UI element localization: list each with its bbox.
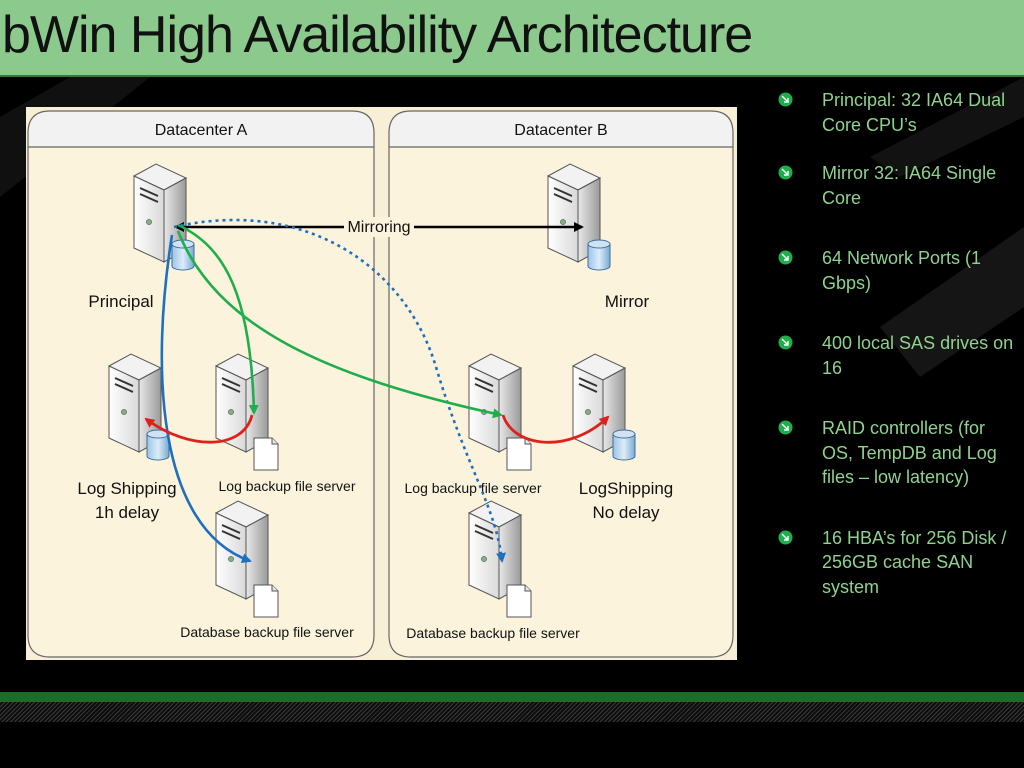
- log-backup-a-label: Log backup file server: [219, 478, 356, 494]
- bullet-icon: [778, 420, 793, 435]
- db-backup-b-label: Database backup file server: [406, 625, 580, 641]
- bullet-item: 64 Network Ports (1 Gbps): [778, 246, 1018, 295]
- bullet-item: Principal: 32 IA64 Dual Core CPU’s: [778, 88, 1018, 137]
- bullet-icon: [778, 250, 793, 265]
- bullet-text: 16 HBA’s for 256 Disk / 256GB cache SAN …: [822, 527, 1007, 597]
- datacenter-a-frame: [27, 110, 375, 658]
- title-bar: bWin High Availability Architecture: [0, 0, 1024, 75]
- red-arrow-log-ship-a: [144, 414, 254, 444]
- bullet-icon: [778, 335, 793, 350]
- log-shipping-a-label-2: 1h delay: [95, 503, 160, 522]
- footer-band: [0, 692, 1024, 702]
- bullet-item: 400 local SAS drives on 16: [778, 331, 1018, 380]
- bullet-icon: [778, 530, 793, 544]
- principal-label: Principal: [88, 292, 153, 311]
- green-arrow-to-log-backup-b: [176, 230, 503, 419]
- log-shipping-a-label-1: Log Shipping: [77, 479, 176, 498]
- slide-title: bWin High Availability Architecture: [2, 6, 753, 64]
- green-arrow-to-log-backup-a: [177, 223, 259, 415]
- bullet-icon: [778, 165, 793, 180]
- bullet-text: 400 local SAS drives on 16: [822, 333, 1014, 378]
- bullet-text: 64 Network Ports (1 Gbps): [822, 248, 982, 293]
- architecture-diagram: Datacenter A Datacenter B: [26, 107, 737, 660]
- title-rule: [0, 75, 1024, 77]
- red-arrow-log-ship-b: [501, 414, 610, 444]
- blue-arrow-to-db-backup-a: [160, 234, 252, 563]
- datacenter-a-label: Datacenter A: [155, 122, 248, 139]
- bullet-item: Mirror 32: IA64 Single Core: [778, 161, 1018, 210]
- bullet-text: Principal: 32 IA64 Dual Core CPU’s: [822, 90, 1006, 135]
- bullet-text: RAID controllers (for OS, TempDB and Log…: [822, 418, 997, 487]
- bullet-text: Mirror 32: IA64 Single Core: [822, 163, 997, 208]
- bullet-item: 16 HBA’s for 256 Disk / 256GB cache SAN …: [778, 526, 1018, 600]
- bullet-icon: [778, 92, 793, 107]
- footer-hatch: [0, 702, 1024, 722]
- mirroring-label-bg: [344, 217, 414, 237]
- datacenter-b-label: Datacenter B: [514, 122, 607, 139]
- bullet-item: RAID controllers (for OS, TempDB and Log…: [778, 416, 1018, 490]
- spec-bullet-list: Principal: 32 IA64 Dual Core CPU’s Mirro…: [778, 88, 1018, 599]
- mirroring-label: Mirroring: [347, 219, 410, 236]
- log-shipping-b-label-1: LogShipping: [579, 479, 674, 498]
- log-backup-b-label: Log backup file server: [405, 480, 542, 496]
- log-shipping-b-label-2: No delay: [592, 503, 660, 522]
- db-backup-a-label: Database backup file server: [180, 624, 354, 640]
- mirror-label: Mirror: [605, 292, 650, 311]
